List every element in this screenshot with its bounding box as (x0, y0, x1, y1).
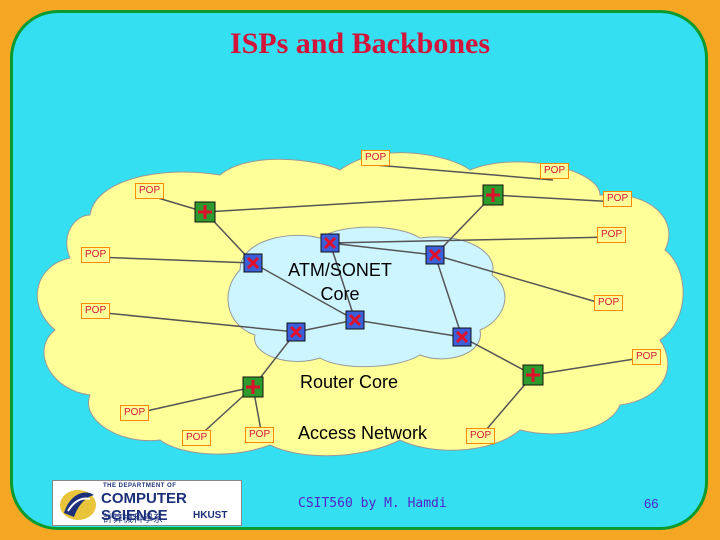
router-node (482, 184, 504, 206)
link (329, 242, 356, 321)
pop-label: POP (135, 183, 165, 199)
link (329, 236, 613, 244)
logo-dept: THE DEPARTMENT OF (103, 483, 177, 489)
routers (194, 184, 544, 398)
core-switch-node (286, 322, 306, 342)
pop-label: POP (120, 405, 150, 421)
core-switch-node (425, 245, 445, 265)
pop-label: POP (361, 150, 391, 166)
page-number: 66 (644, 496, 659, 511)
link (434, 254, 463, 338)
router-node (194, 201, 216, 223)
pop-label: POP (245, 427, 275, 443)
link (94, 311, 297, 333)
link (329, 242, 436, 256)
link (434, 254, 608, 306)
router-node (242, 376, 264, 398)
pop-label: POP (81, 247, 111, 263)
pop-label: POP (540, 163, 570, 179)
router-node (522, 364, 544, 386)
core-label: ATM/SONET Core (288, 260, 392, 304)
link (204, 194, 494, 213)
link (374, 164, 554, 181)
pop-label: POP (182, 430, 212, 446)
pop-label: POP (603, 191, 633, 207)
router-core-label: Router Core (300, 372, 399, 392)
logo-name: COMPUTER SCIENCE (101, 490, 187, 524)
core-switch-node (243, 253, 263, 273)
link (94, 256, 254, 264)
link (354, 319, 463, 338)
pop-label: POP (597, 227, 627, 243)
logo-school: HKUST (193, 510, 228, 521)
link (461, 336, 534, 376)
link (132, 386, 254, 415)
link (532, 356, 648, 376)
core-switches (243, 233, 472, 347)
core-switch-node (320, 233, 340, 253)
pop-label: POP (632, 349, 662, 365)
core-switch-node (345, 310, 365, 330)
pop-label: POP (594, 295, 624, 311)
access-network-label: Access Network (298, 423, 428, 443)
link (252, 262, 356, 321)
core-switch-node (452, 327, 472, 347)
pop-label: POP (81, 303, 111, 319)
footer-credit: CSIT560 by M. Hamdi (298, 496, 447, 511)
department-logo: THE DEPARTMENT OF COMPUTER SCIENCE 計算機科學… (52, 480, 242, 526)
logo-emblem-icon (60, 490, 96, 520)
pop-label: POP (466, 428, 496, 444)
logo-chinese: 計算機科學系 (103, 514, 163, 525)
link (492, 194, 619, 203)
slide-title: ISPs and Backbones (229, 27, 491, 60)
link (295, 319, 356, 333)
